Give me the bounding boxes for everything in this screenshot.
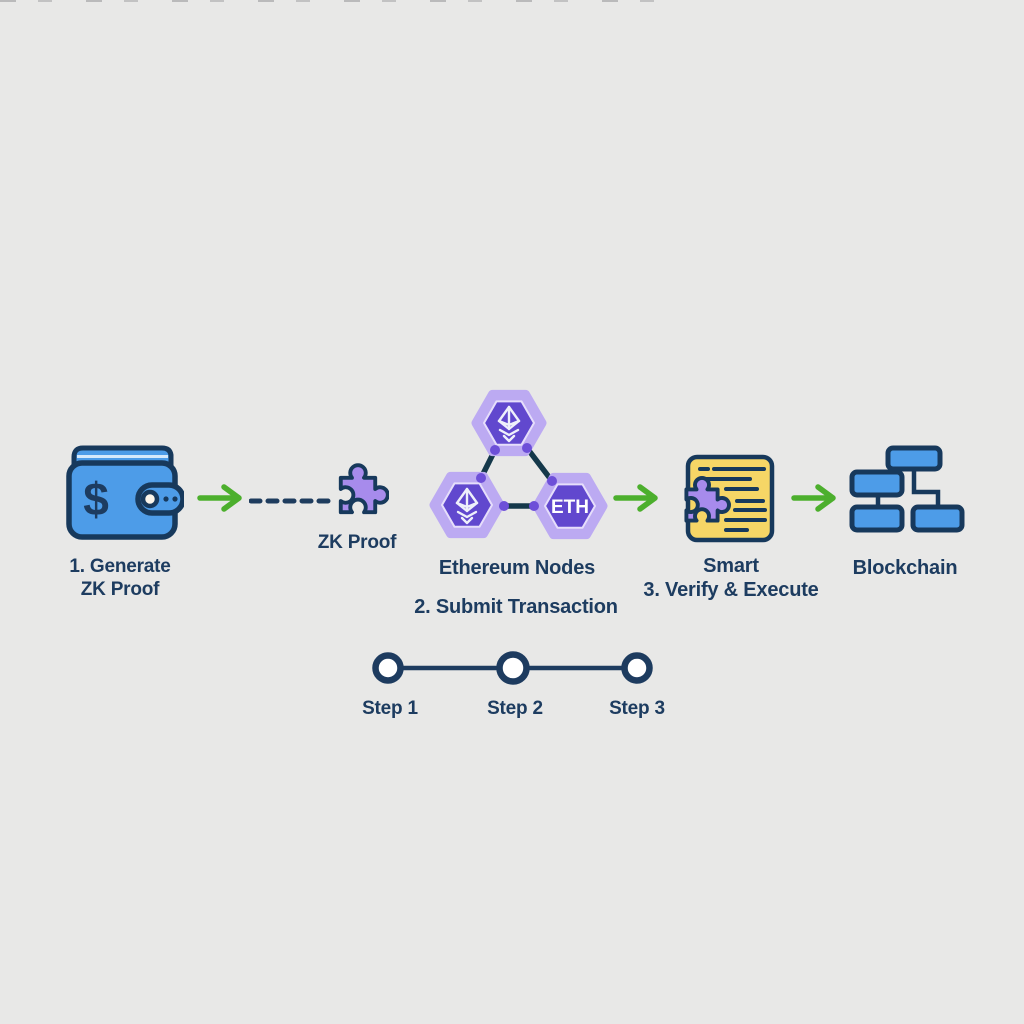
- ethereum-node-hexagon-left: [429, 471, 505, 539]
- contract-puzzle-icon: [684, 476, 731, 523]
- step1-label-line1: 1. Generate: [69, 556, 171, 577]
- step-timeline: [358, 648, 658, 697]
- eth-hexagon: ETH: [532, 472, 608, 540]
- ethereum-logo-icon: [455, 487, 479, 525]
- connector-dots: [476, 443, 557, 511]
- smart-label: Smart: [703, 555, 759, 577]
- step1-timeline-label: Step 1: [362, 698, 418, 719]
- top-edge-artifact: [0, 0, 680, 2]
- step-circle-1: [372, 652, 404, 684]
- zk-proof-label: ZK Proof: [317, 532, 397, 553]
- green-arrow-icon: [197, 484, 245, 517]
- eth-badge: ETH: [551, 497, 589, 518]
- ethereum-nodes-label: Ethereum Nodes: [438, 557, 596, 579]
- dashed-connector: [248, 493, 334, 511]
- submit-transaction-label: 2. Submit Transaction: [414, 596, 618, 618]
- verify-execute-label: 3. Verify & Execute: [643, 579, 819, 601]
- step3-timeline-label: Step 3: [609, 698, 665, 719]
- smart-contract-icon: [666, 448, 778, 553]
- green-arrow-icon: [613, 484, 661, 517]
- green-arrow-icon: [791, 484, 839, 517]
- blockchain-icon: [845, 440, 970, 545]
- ethereum-node-hexagon-top: [471, 389, 547, 457]
- svg-text:$: $: [83, 473, 109, 525]
- step1-label: 1. Generate ZK Proof: [20, 555, 220, 601]
- zk-proof-puzzle-icon: [327, 463, 390, 532]
- blockchain-label: Blockchain: [852, 557, 958, 579]
- ethereum-logo-icon: [497, 405, 521, 443]
- ethereum-nodes-icon: ETH: [420, 382, 620, 567]
- step1-label-line2: ZK Proof: [80, 579, 160, 600]
- step-circle-2: [496, 651, 530, 685]
- wallet-icon: $: [62, 440, 186, 547]
- step-circle-3: [621, 652, 653, 684]
- step2-timeline-label: Step 2: [487, 698, 543, 719]
